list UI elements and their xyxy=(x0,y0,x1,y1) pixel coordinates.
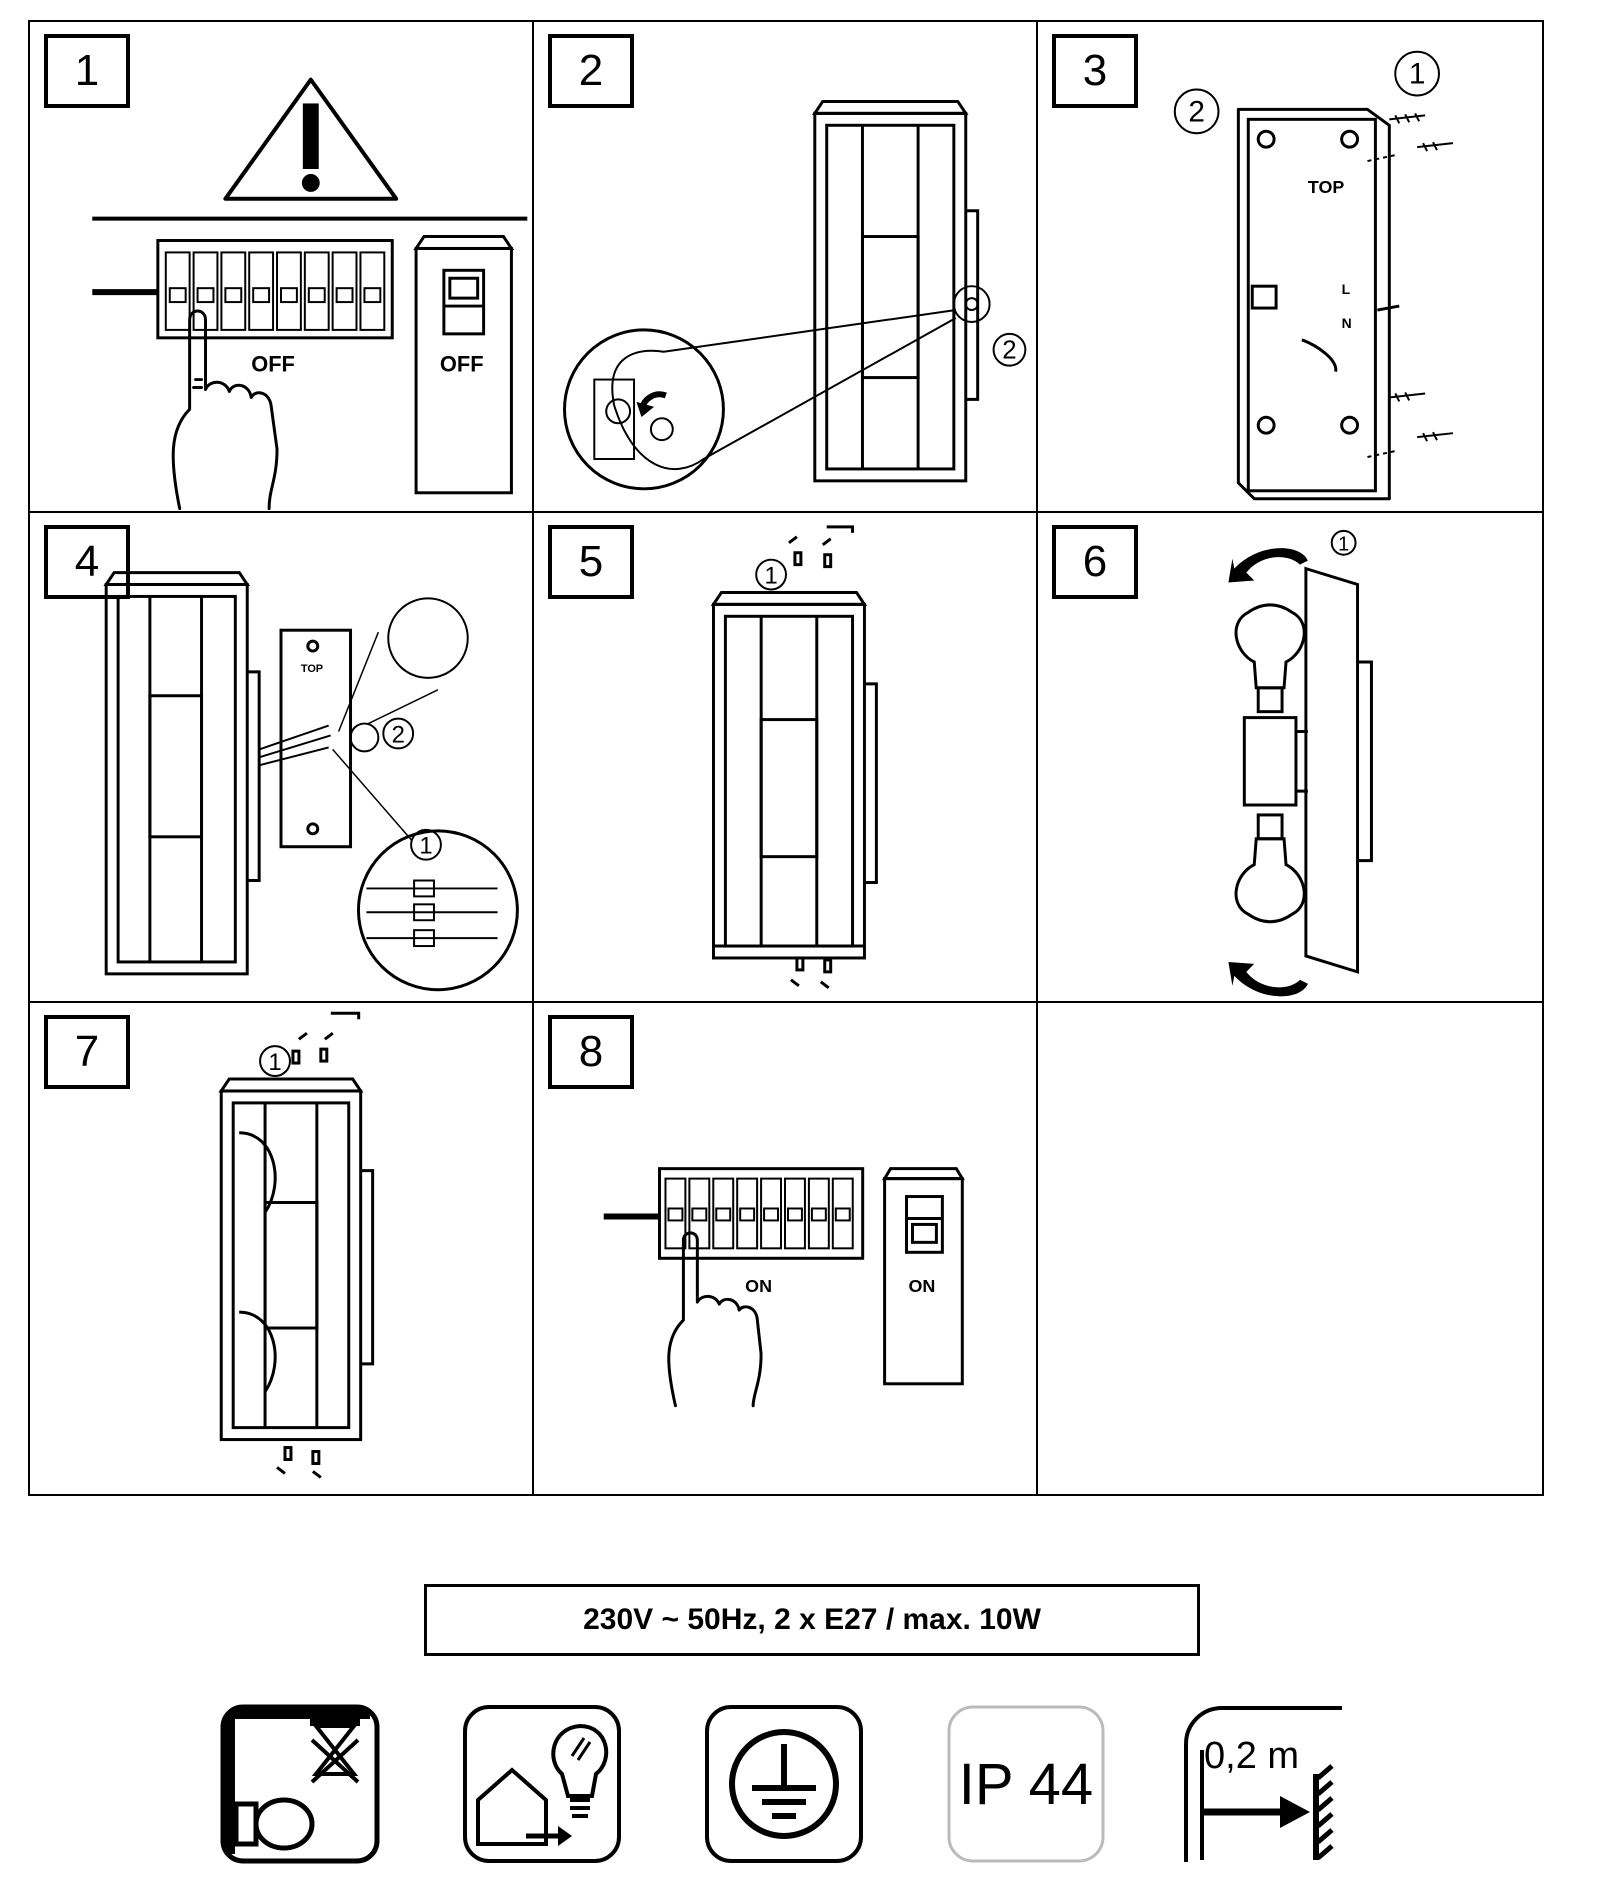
step-number: 5 xyxy=(548,524,634,599)
n-label: N xyxy=(1342,315,1352,331)
callout-1: 1 xyxy=(764,562,777,589)
step-8-panel: 8 ON xyxy=(534,1003,1038,1494)
mount-plate-illustration: 1 2 TOP L N xyxy=(1173,50,1453,501)
step-7-panel: 7 1 xyxy=(30,1003,534,1494)
switch-off-illustration: OFF OFF xyxy=(92,77,528,511)
step-number: 7 xyxy=(44,1015,130,1090)
callout-1: 1 xyxy=(1409,58,1426,91)
lamp-body-icon xyxy=(103,570,261,976)
close-housing-illustration: 1 xyxy=(218,1012,375,1479)
step-3-panel: 3 1 2 TOP L N xyxy=(1038,22,1542,513)
step-5-panel: 5 1 xyxy=(534,512,1038,1004)
switch-on-label: ON xyxy=(909,1276,936,1296)
step-number: 1 xyxy=(44,34,130,108)
empty-panel xyxy=(1038,1003,1542,1494)
breaker-panel-icon xyxy=(603,1167,865,1261)
breaker-on-label: ON xyxy=(745,1276,772,1296)
callout-1: 1 xyxy=(1338,533,1349,555)
wiring-illustration: TOP 2 1 xyxy=(103,570,519,991)
instruction-grid: 1 O xyxy=(28,20,1544,1496)
wires-icon xyxy=(258,597,519,991)
minimum-distance-icon: 0,2 m xyxy=(1184,1706,1342,1862)
callout-1: 1 xyxy=(268,1049,281,1076)
top-label: TOP xyxy=(301,663,323,675)
warning-icon xyxy=(223,77,399,201)
switch-icon xyxy=(881,1167,965,1386)
rotate-arrow-icon xyxy=(1228,547,1308,997)
step-number: 3 xyxy=(1052,34,1138,108)
protective-earth-icon xyxy=(705,1705,863,1863)
zoom-callout-icon xyxy=(563,285,991,491)
step-number: 4 xyxy=(44,524,130,599)
remove-screw-illustration: 2 xyxy=(563,99,1027,491)
screws-icon xyxy=(788,525,855,989)
callout-1: 1 xyxy=(419,832,432,859)
switch-on-illustration: ON ON xyxy=(603,1167,965,1408)
step-1-panel: 1 O xyxy=(30,22,534,513)
step-2-panel: 2 2 xyxy=(534,22,1038,513)
spec-box: 230V ~ 50Hz, 2 x E27 / max. 10W xyxy=(424,1584,1200,1656)
step-6-panel: 6 1 xyxy=(1038,513,1542,1004)
l-label: L xyxy=(1342,281,1351,297)
step-4-panel: 4 TOP xyxy=(30,512,534,1004)
not-for-ceiling-mounting-icon xyxy=(220,1704,380,1864)
callout-2: 2 xyxy=(392,721,405,748)
distance-text: 0,2 m xyxy=(1204,1735,1299,1777)
switch-off-label: OFF xyxy=(440,352,484,377)
breaker-off-label: OFF xyxy=(251,352,295,377)
lamp-body-icon xyxy=(1242,566,1373,974)
breaker-panel-icon xyxy=(92,239,394,340)
screws-icon xyxy=(1367,112,1453,458)
attach-housing-illustration: 1 xyxy=(710,525,878,989)
outdoor-use-icon xyxy=(463,1705,621,1863)
lamp-body-icon xyxy=(812,99,980,483)
switch-icon xyxy=(413,235,515,495)
screws-icon xyxy=(276,1012,361,1479)
symbols-row: IP 44 0,2 m xyxy=(0,1704,1600,1874)
ip-rating-icon: IP 44 xyxy=(947,1705,1105,1863)
hand-icon xyxy=(171,309,279,511)
callout-2: 2 xyxy=(1002,337,1016,365)
step-number: 2 xyxy=(548,34,634,108)
mounting-plate-icon xyxy=(1236,107,1400,501)
top-label: TOP xyxy=(1308,177,1344,197)
lamp-body-icon xyxy=(710,590,878,960)
step-number: 8 xyxy=(548,1015,634,1090)
ip-rating-text: IP 44 xyxy=(959,1752,1093,1817)
step-number: 6 xyxy=(1052,524,1138,599)
hand-icon xyxy=(667,1231,763,1408)
bulb-icon xyxy=(1234,603,1306,923)
lamp-body-icon xyxy=(218,1077,375,1442)
callout-2: 2 xyxy=(1188,95,1205,128)
insert-bulbs-illustration: 1 xyxy=(1228,529,1373,997)
